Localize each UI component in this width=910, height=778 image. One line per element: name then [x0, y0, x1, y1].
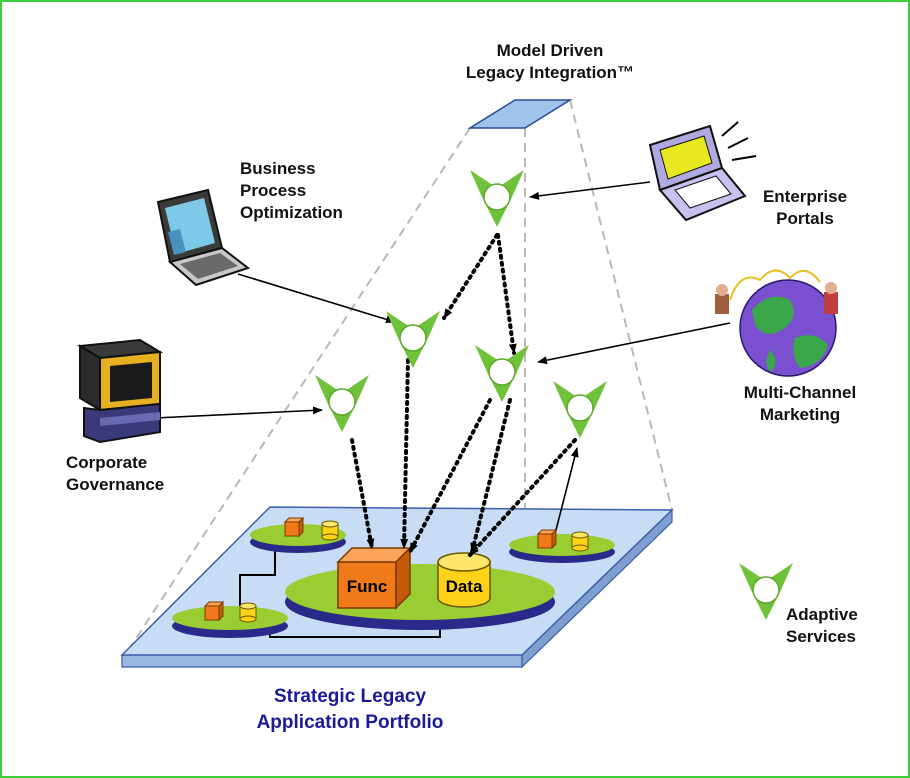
solid-connections: [154, 181, 731, 531]
terminal-icon: [76, 338, 164, 444]
label-strategic-legacy-portfolio: Strategic Legacy Application Portfolio: [256, 686, 444, 733]
label-multi-channel-marketing: Multi-Channel Marketing: [743, 383, 857, 424]
data-cylinder: Data: [437, 552, 491, 608]
label-adaptive-services: Adaptive Services: [786, 605, 858, 646]
label-business-process-optimization: Business Process Optimization: [240, 159, 343, 222]
dotted-connections: [350, 233, 577, 557]
small-data-cylinders: [239, 520, 589, 623]
globe-icon: [715, 269, 838, 377]
label-enterprise-portals: Enterprise Portals: [762, 187, 848, 228]
projection-lines: [121, 99, 673, 665]
func-label: Func: [347, 577, 388, 596]
portal-laptop-icon: [648, 121, 757, 222]
laptop-icon: [156, 188, 251, 287]
small-func-boxes: [203, 516, 558, 622]
integration-plane: [467, 99, 573, 129]
data-label: Data: [446, 577, 483, 596]
label-model-driven-integration: Model Driven Legacy Integration™: [465, 41, 635, 82]
func-box: Func: [336, 546, 412, 610]
label-corporate-governance: Corporate Governance: [66, 453, 165, 494]
